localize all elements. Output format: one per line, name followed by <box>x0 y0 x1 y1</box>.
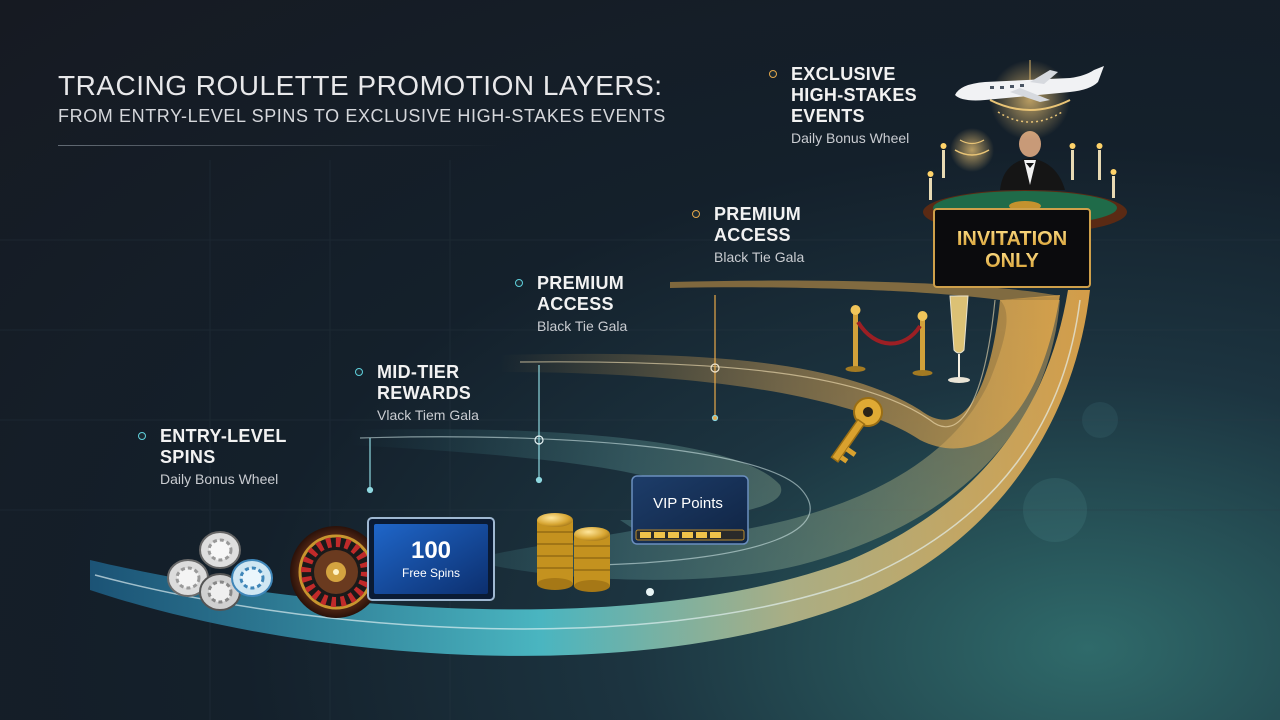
tier-mid-tier: MID-TIER REWARDS Vlack Tiem Gala <box>355 362 479 423</box>
invitation-only-sign: INVITATION ONLY <box>933 208 1091 288</box>
tier-title: ENTRY-LEVEL SPINS <box>160 426 287 467</box>
champagne-glass-icon <box>948 295 970 383</box>
diagram-title: TRACING ROULETTE PROMOTION LAYERS: <box>58 70 663 101</box>
tier-subtitle: Black Tie Gala <box>714 249 805 265</box>
tier-exclusive-events: EXCLUSIVE HIGH-STAKES EVENTS Daily Bonus… <box>769 64 917 146</box>
gold-key-icon <box>830 397 883 464</box>
tier-marker-dot <box>355 368 363 376</box>
tier-premium-access-1: PREMIUM ACCESS Black Tie Gala <box>515 273 628 334</box>
diagram-subtitle: FROM ENTRY-LEVEL SPINS TO EXCLUSIVE HIGH… <box>58 106 666 126</box>
private-jet-icon <box>955 66 1104 102</box>
title-divider <box>58 145 498 146</box>
chandelier-icon <box>950 128 994 172</box>
free-spins-screen: 100 Free Spins <box>367 517 495 601</box>
chip-stack-icon <box>167 531 273 611</box>
bokeh-light <box>1023 478 1087 542</box>
tier-marker-dot <box>769 70 777 78</box>
bokeh-light <box>1082 402 1118 438</box>
velvet-rope-icon <box>845 305 933 376</box>
light-trail <box>519 299 996 428</box>
progression-path-middle <box>350 300 1060 580</box>
roulette-wheel-icon <box>290 526 382 618</box>
tier-entry-level: ENTRY-LEVEL SPINS Daily Bonus Wheel <box>138 426 287 487</box>
progression-path-inner <box>500 295 1060 449</box>
dealer-icon <box>1000 131 1065 190</box>
connector-lines <box>366 295 720 596</box>
tier-title: PREMIUM ACCESS <box>714 204 802 245</box>
tier-marker-dot <box>515 279 523 287</box>
tier-marker-dot <box>692 210 700 218</box>
vip-points-card: VIP Points <box>631 475 749 545</box>
tier-subtitle: Daily Bonus Wheel <box>791 130 910 146</box>
tier-title: PREMIUM ACCESS <box>537 273 625 314</box>
tier-title: MID-TIER REWARDS <box>377 362 472 403</box>
light-trail <box>359 436 811 566</box>
tier-marker-dot <box>138 432 146 440</box>
light-trail <box>94 299 1081 630</box>
tier-premium-access-2: PREMIUM ACCESS Black Tie Gala <box>692 204 805 265</box>
candle-icon <box>927 143 1117 200</box>
vip-progress-segments <box>640 532 721 538</box>
gold-coins-icon <box>537 513 610 592</box>
tier-title: EXCLUSIVE HIGH-STAKES EVENTS <box>791 64 917 126</box>
tier-subtitle: Daily Bonus Wheel <box>160 471 279 487</box>
tier-subtitle: Vlack Tiem Gala <box>377 407 479 423</box>
tier-subtitle: Black Tie Gala <box>537 318 628 334</box>
progression-path-outer <box>90 290 1090 656</box>
